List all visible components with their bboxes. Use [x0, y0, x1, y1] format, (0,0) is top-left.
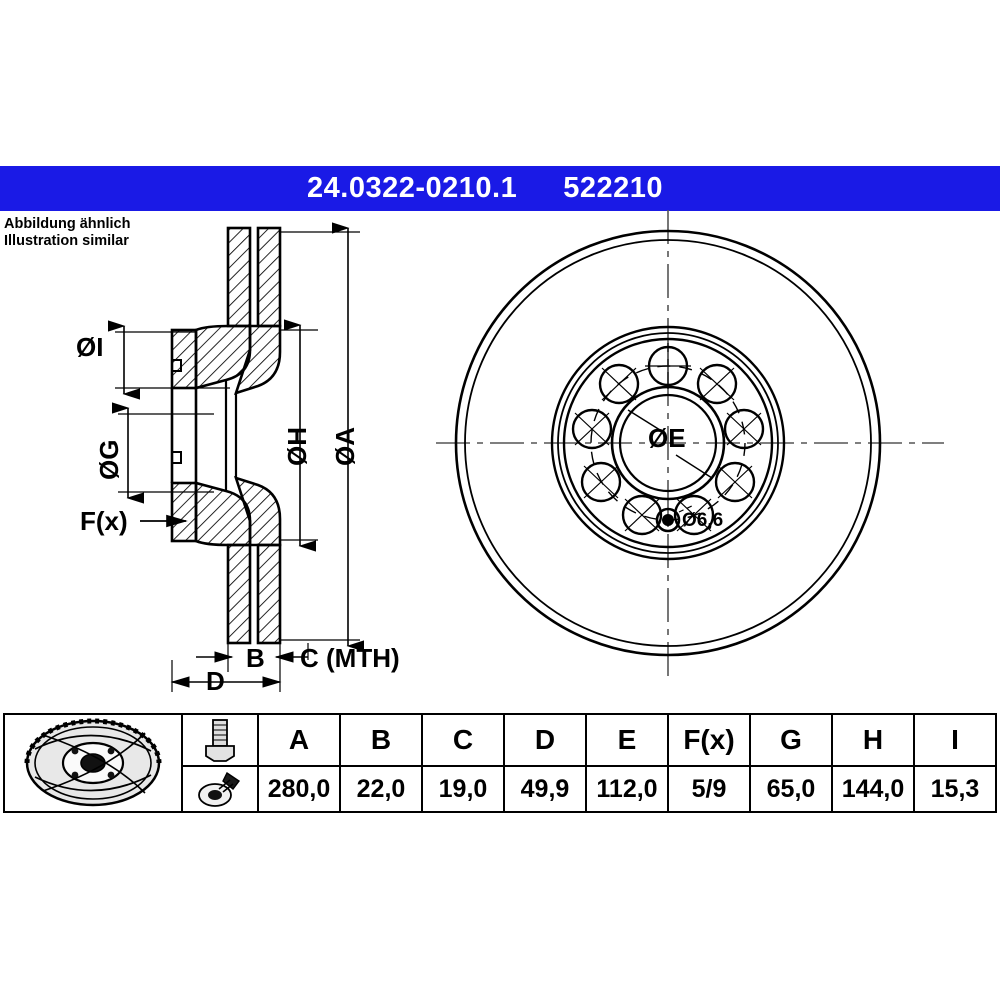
- label-diameter-h: ØH: [282, 427, 312, 466]
- dimension-diameter-g: [112, 402, 214, 504]
- hub-section-lower: [170, 475, 282, 547]
- measure-illustration: [198, 772, 241, 807]
- label-diameter-i: ØI: [76, 332, 104, 362]
- label-diameter-a: ØA: [330, 427, 360, 466]
- article-number: 522210: [563, 172, 663, 204]
- value-h: 144,0: [831, 765, 915, 813]
- bolt-icon: [181, 712, 259, 768]
- caption-english: Illustration similar: [4, 233, 129, 249]
- title-bar: 24.0322-0210.1 522210: [0, 166, 1000, 211]
- label-f-x: F(x): [80, 506, 128, 536]
- specification-table: A B C D E F(x) G H I: [3, 712, 997, 813]
- label-b: B: [246, 643, 265, 673]
- label-c-mth: C (MTH): [300, 643, 400, 673]
- value-e: 112,0: [585, 765, 669, 813]
- label-d: D: [206, 666, 225, 696]
- friction-ring-upper: [226, 226, 282, 328]
- column-header-g: G: [749, 712, 833, 768]
- brake-disc-photo-icon: [3, 713, 183, 813]
- column-header-h: H: [831, 712, 915, 768]
- disc-illustration: [24, 718, 162, 807]
- column-header-i: I: [913, 712, 997, 768]
- column-header-d: D: [503, 712, 587, 768]
- value-b: 22,0: [339, 765, 423, 813]
- value-c: 19,0: [421, 765, 505, 813]
- value-fx: 5/9: [667, 765, 751, 813]
- label-diameter-g: ØG: [94, 439, 124, 480]
- caption-german: Abbildung ähnlich: [4, 216, 131, 232]
- table-header-row: A B C D E F(x) G H I: [3, 712, 997, 813]
- friction-ring-lower: [226, 543, 282, 645]
- disc-measure-icon: [181, 765, 259, 813]
- hub-bore-lines: [170, 380, 238, 491]
- label-hole-diameter: Ø6,6: [682, 510, 724, 531]
- value-a: 280,0: [257, 765, 341, 813]
- column-header-a: A: [257, 712, 341, 768]
- column-header-fx: F(x): [667, 712, 751, 768]
- face-view: [436, 210, 944, 676]
- label-diameter-e: ØE: [648, 423, 686, 453]
- value-d: 49,9: [503, 765, 587, 813]
- hub-section-upper: [170, 324, 282, 396]
- column-header-c: C: [421, 712, 505, 768]
- part-number: 24.0322-0210.1: [307, 172, 518, 204]
- column-header-b: B: [339, 712, 423, 768]
- small-hole-6-6: [655, 507, 681, 533]
- table-value-row: 280,0 22,0 19,0 49,9 112,0 5/9 65,0 144,…: [4, 765, 997, 813]
- illustration-caption: Abbildung ähnlich Illustration similar: [4, 216, 130, 250]
- cross-section-view: [108, 222, 364, 692]
- value-i: 15,3: [913, 765, 997, 813]
- bolt-illustration: [205, 719, 235, 762]
- column-header-e: E: [585, 712, 669, 768]
- dimension-diameter-i: [108, 320, 230, 400]
- value-g: 65,0: [749, 765, 833, 813]
